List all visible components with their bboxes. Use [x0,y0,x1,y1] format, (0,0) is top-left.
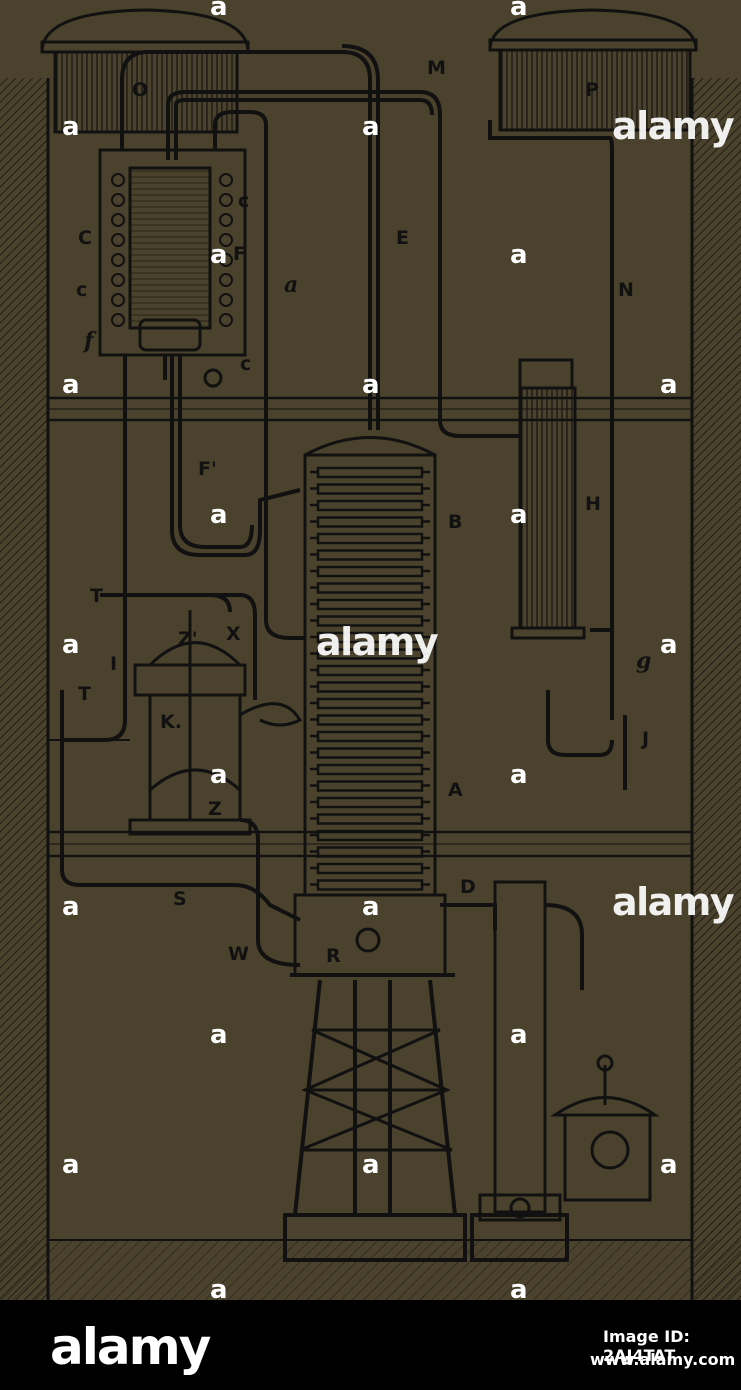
watermark-marker: a [510,1020,528,1050]
image-id: Image ID: 2AJ4TAT [603,1327,690,1365]
label-s: S [173,888,187,910]
label-f: F [233,243,246,265]
label-p: P [585,79,599,101]
label-z-prime: Z' [178,628,198,650]
watermark-marker: a [210,0,228,22]
watermark-marker: a [510,500,528,530]
watermark-marker: a [362,370,380,400]
site-url[interactable]: www.alamy.com [590,1350,736,1369]
label-x: X [226,623,241,645]
label-t-upper: T [90,585,103,607]
label-c-small-left: c [76,279,87,301]
watermark-marker: a [210,240,228,270]
tower-legs [283,979,569,1262]
tank-p [488,8,698,132]
watermark-marker: a [362,1150,380,1180]
footer-bar [0,1300,741,1390]
watermark-marker: a [62,370,80,400]
watermark-brand: alamy [612,880,735,924]
label-r: R [326,945,341,967]
receiver [478,880,660,1222]
watermark-marker: a [210,1275,228,1300]
label-e: E [396,227,409,249]
label-j: J [640,728,649,750]
watermark-marker: a [510,1275,528,1300]
condenser-c [98,148,247,388]
watermark-marker: a [510,760,528,790]
diagram-labels: O P M E N C c c c F f a F' B H g J T T I… [76,57,651,967]
label-h: H [585,493,601,515]
label-n: N [618,279,634,301]
label-z: Z [208,798,222,820]
watermark-marker: a [660,1150,678,1180]
label-k: K. [160,711,182,733]
pipes [60,44,627,990]
label-i: I [110,653,117,675]
regulator-k [128,610,303,836]
label-o: O [132,79,148,101]
label-f-prime: F' [198,458,217,480]
watermark-marker: a [510,0,528,22]
label-g: g [636,648,651,674]
distillation-apparatus-diagram: O P M E N C c c c F f a F' B H g J T T I… [0,8,741,1300]
watermark-marker: a [62,112,80,142]
label-a-upper: A [448,779,463,801]
watermark-marker: a [62,1150,80,1180]
watermark-marker: a [362,112,380,142]
label-m: M [427,57,446,79]
label-c-small-lower: c [240,353,251,375]
label-c-small-upper: c [238,190,249,212]
watermark-marker: a [660,630,678,660]
column-ab [290,436,455,977]
label-b: B [448,511,462,533]
label-d: D [460,876,476,898]
watermark-marker: a [210,760,228,790]
watermark-marker: a [210,500,228,530]
watermark-marker: a [510,240,528,270]
heater-h [510,358,586,640]
watermark-marker: a [62,892,80,922]
watermark-marker: a [62,630,80,660]
watermark-brand: alamy [612,104,735,148]
watermark-marker: a [210,1020,228,1050]
watermark-marker: a [362,892,380,922]
watermark-brand: alamy [316,620,439,664]
tank-o [40,8,250,134]
diagram-plate: O P M E N C c c c F f a F' B H g J T T I… [0,0,741,1300]
watermark-marker: a [660,370,678,400]
brand-logo[interactable]: alamy [50,1318,211,1376]
label-w: W [228,943,249,965]
label-c-upper: C [78,227,92,249]
label-f-small: f [82,328,97,354]
label-t-lower: T [78,683,91,705]
label-a: a [284,272,298,298]
walls [0,78,741,1300]
